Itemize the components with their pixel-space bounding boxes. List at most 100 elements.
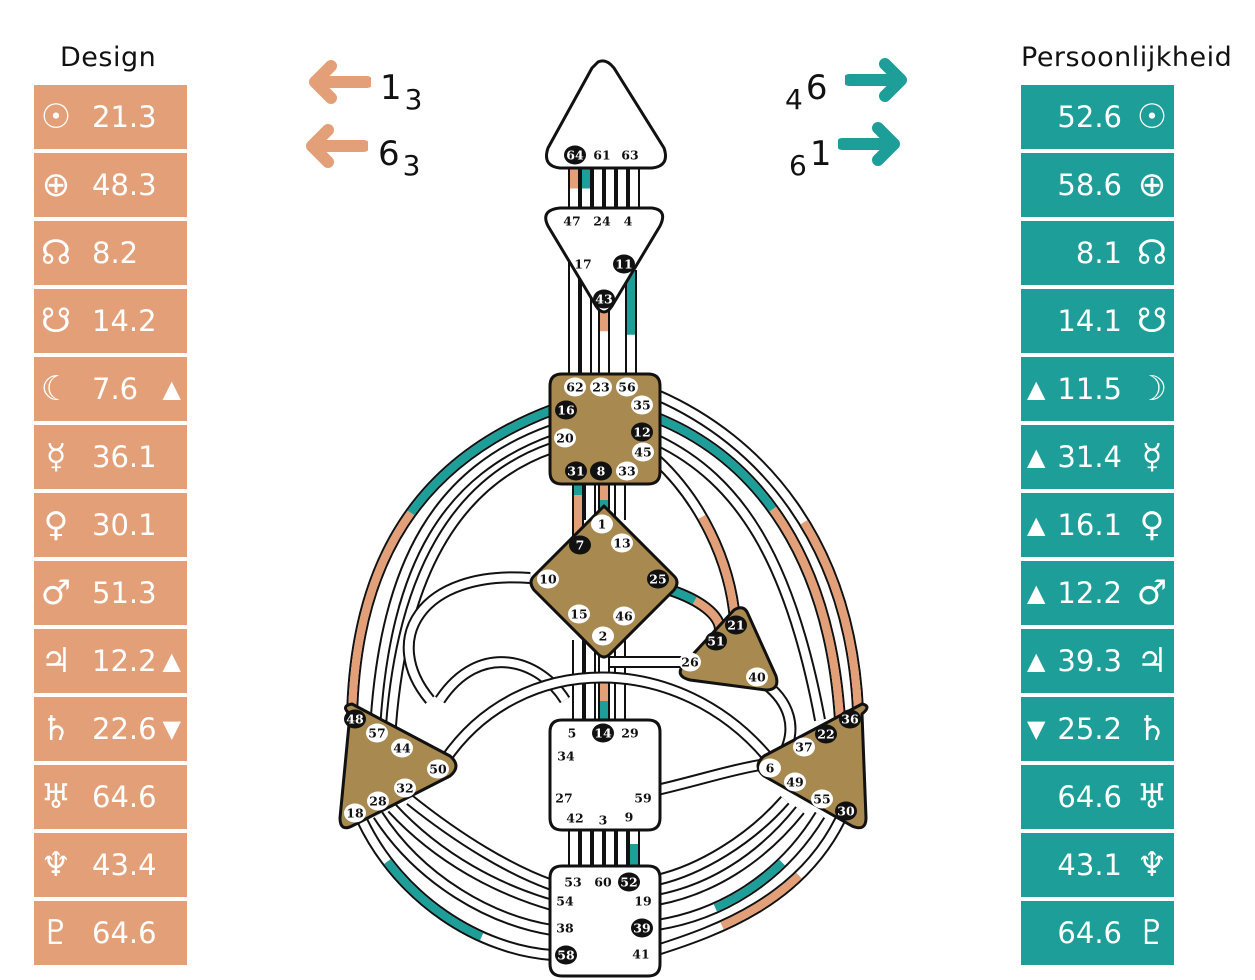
gate-number: 24 [593, 214, 611, 229]
g-center [529, 504, 679, 659]
saturn-icon: ♄ [1136, 709, 1168, 749]
planet-value: 64.6 [1057, 780, 1122, 814]
mars-icon: ♂ [40, 573, 72, 613]
gate-number: 23 [592, 380, 609, 395]
gate-number: 41 [632, 947, 649, 962]
gate-number: 53 [564, 875, 581, 890]
personality-bottom-variable: 61 [786, 134, 831, 182]
south-node-icon: ☋ [40, 301, 72, 341]
planet-row-pluto: ♇64.6 [34, 901, 187, 965]
variable-main: 1 [380, 68, 402, 108]
planet-row-moon: ☾7.6▲ [34, 357, 187, 421]
gate-37: 37 [793, 737, 815, 757]
personality-title: Persoonlijkheid [1021, 42, 1233, 73]
gate-number: 34 [557, 749, 575, 764]
gate-number: 50 [429, 762, 447, 777]
gate-marker [784, 772, 806, 792]
gate-marker [367, 791, 389, 811]
solar-plexus-center [756, 702, 869, 830]
planet-row-earth: ⊕48.3 [34, 153, 187, 217]
gate-54: 54 [556, 894, 574, 909]
neptune-icon: ♆ [1136, 845, 1168, 885]
gate-23: 23 [590, 377, 612, 397]
gate-46: 46 [613, 606, 635, 626]
gate-number: 8 [597, 464, 606, 479]
gate-marker [427, 759, 449, 779]
gate-marker [839, 709, 861, 729]
jupiter-icon: ♃ [40, 641, 72, 681]
gate-number: 18 [346, 806, 364, 821]
gate-number: 56 [618, 380, 636, 395]
gate-marker [616, 377, 638, 397]
pluto-icon: ♇ [40, 913, 72, 953]
gate-number: 13 [613, 536, 630, 551]
gate-number: 44 [393, 741, 411, 756]
earth-icon: ⊕ [41, 165, 71, 205]
variable-sub: 6 [789, 149, 807, 182]
gate-marker [613, 254, 635, 274]
gate-number: 64 [566, 148, 584, 163]
planet-row-neptune: ♆43.1 [1021, 833, 1174, 897]
gate-53: 53 [564, 875, 581, 890]
variable-main: 6 [805, 68, 828, 108]
gate-number: 21 [727, 618, 744, 633]
gate-9: 9 [625, 810, 634, 825]
planet-row-north-node: ☊8.2 [34, 221, 187, 285]
gate-number: 15 [570, 607, 587, 622]
gate-marker [616, 461, 638, 481]
planet-row-mercury: ☿31.4▲ [1021, 425, 1174, 489]
moon-icon: ☾ [40, 369, 72, 409]
venus-icon: ♀ [43, 505, 69, 545]
gate-marker [554, 428, 576, 448]
gate-number: 45 [634, 445, 651, 460]
gate-4: 4 [624, 214, 633, 229]
planet-value: 16.1 [1057, 508, 1122, 542]
planet-row-sun: ☉52.6 [1021, 85, 1174, 149]
gate-number: 19 [634, 894, 651, 909]
gate-number: 40 [748, 670, 766, 685]
gate-3: 3 [599, 813, 608, 828]
gate-number: 28 [369, 794, 387, 809]
planet-row-sun: ☉21.3 [34, 85, 187, 149]
gate-62: 62 [564, 377, 586, 397]
gate-number: 43 [595, 292, 612, 307]
gate-10: 10 [537, 569, 559, 589]
jupiter-icon: ♃ [1136, 641, 1168, 681]
gate-marker [725, 615, 747, 635]
channel-30-41 [655, 817, 846, 956]
gate-8: 8 [590, 461, 612, 481]
gate-marker [537, 569, 559, 589]
gate-number: 62 [566, 380, 583, 395]
detriment-triangle-icon: ▼ [162, 715, 181, 743]
planet-row-jupiter: ♃39.3▲ [1021, 629, 1174, 693]
channel-58-18 [356, 817, 553, 961]
gate-number: 36 [841, 712, 859, 727]
planet-value: 12.2 [92, 644, 157, 678]
gate-marker [569, 535, 591, 555]
gate-number: 33 [618, 464, 635, 479]
gate-marker [793, 737, 815, 757]
planet-value: 25.2 [1057, 712, 1122, 746]
planet-value: 64.6 [92, 780, 157, 814]
gate-35: 35 [631, 395, 653, 415]
gate-number: 37 [795, 740, 812, 755]
planet-value: 64.6 [1057, 916, 1122, 950]
gate-number: 17 [574, 257, 591, 272]
exalted-triangle-icon: ▲ [1027, 647, 1046, 675]
gate-21: 21 [725, 615, 747, 635]
variable-sub: 4 [785, 83, 803, 116]
gate-marker [618, 872, 640, 892]
planet-row-venus: ♀30.1 [34, 493, 187, 557]
gate-number: 29 [621, 726, 638, 741]
gate-5: 5 [568, 726, 577, 741]
exalted-triangle-icon: ▲ [1027, 443, 1046, 471]
gate-22: 22 [815, 724, 837, 744]
gate-52: 52 [618, 872, 640, 892]
gate-marker [631, 918, 653, 938]
gate-number: 27 [555, 791, 572, 806]
gate-marker [592, 723, 614, 743]
exalted-triangle-icon: ▲ [1027, 579, 1046, 607]
ajna-center [544, 206, 665, 314]
design-bottom-arrow-icon [306, 124, 368, 168]
